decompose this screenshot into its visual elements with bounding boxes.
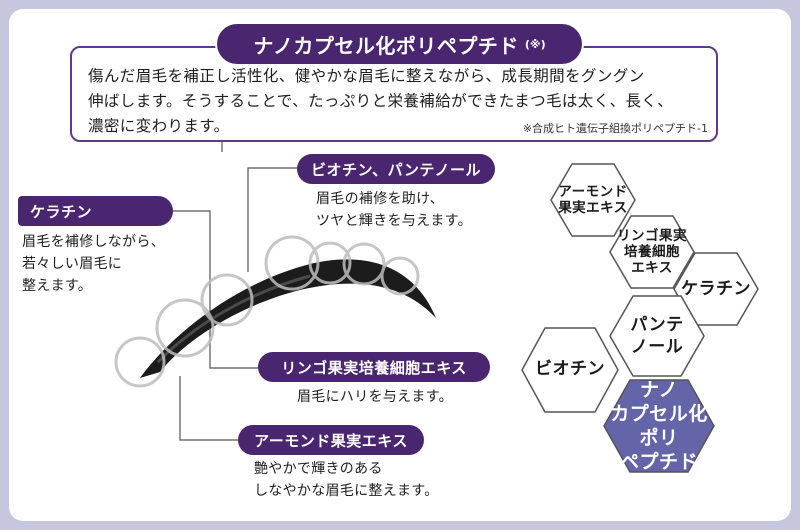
hexagon-cluster — [521, 163, 759, 473]
capsule-ring — [342, 242, 386, 286]
hex-label-almond: アーモンド 果実エキス — [551, 184, 635, 216]
title-note: (※) — [524, 37, 546, 51]
label-keratin: ケラチン — [18, 196, 173, 226]
desc-line: 眉毛の補修を助け、 — [316, 191, 444, 207]
hex-line: リンゴ果実 — [617, 228, 687, 244]
desc-biotin-panthenol: 眉毛の補修を助け、 ツヤと輝きを与えます。 — [316, 188, 472, 232]
footnote: ※合成ヒト遺伝子組換ポリペプチド-1 — [522, 122, 708, 135]
desc-line: 眉毛にハリを与えます。 — [297, 389, 453, 405]
capsule-ring — [380, 256, 420, 296]
hex-label-keratin: ケラチン — [674, 278, 758, 300]
hex-line: カプセル化 — [610, 403, 708, 425]
eyebrow-hair-shine — [156, 274, 311, 364]
label-almond: アーモンド果実エキス — [238, 425, 424, 455]
hex-line: ノール — [630, 337, 684, 357]
hex-panthenol — [609, 295, 705, 377]
desc-line: 眉毛を補修しながら、 — [22, 234, 165, 250]
hex-apple — [609, 215, 695, 289]
connector-biotin — [247, 167, 300, 272]
description-text: 傷んだ眉毛を補正し活性化、健やかな眉毛に整えながら、成長期間をグングン 伸ばしま… — [88, 64, 708, 139]
hex-line: 培養細胞 — [624, 244, 680, 260]
hex-line: パンテ — [630, 315, 684, 335]
hex-line: ビオチン — [535, 359, 605, 379]
desc-almond: 艶やかで輝きのある しなやかな眉毛に整えます。 — [254, 458, 439, 502]
label-apple-cells: リンゴ果実培養細胞エキス — [258, 352, 490, 382]
desc-keratin: 眉毛を補修しながら、 若々しい眉毛に 整えます。 — [22, 231, 165, 297]
description-line: 傷んだ眉毛を補正し活性化、健やかな眉毛に整えながら、成長期間をグングン — [88, 67, 645, 85]
desc-line: 若々しい眉毛に — [22, 256, 123, 272]
capsule-ring — [264, 235, 320, 291]
description-line: 濃密に変わります。 — [88, 117, 230, 135]
hex-line: ナノ — [639, 379, 679, 401]
title-pill: ナノカプセル化ポリペプチド (※) — [217, 24, 582, 64]
hex-line: ケラチン — [681, 279, 751, 299]
desc-line: ツヤと輝きを与えます。 — [316, 213, 472, 229]
page-title: ナノカプセル化ポリペプチド — [253, 33, 519, 58]
hex-biotin — [521, 327, 619, 413]
hex-almond — [550, 163, 636, 237]
hex-label-panthenol: パンテ ノール — [610, 314, 704, 358]
desc-line: しなやかな眉毛に整えます。 — [254, 483, 439, 499]
connector-keratin — [172, 210, 265, 369]
desc-line: 艶やかで輝きのある — [254, 461, 383, 477]
capsule-ring — [114, 336, 166, 388]
connector-almond — [179, 376, 250, 441]
description-line: 伸ばします。そうすることで、たっぷりと栄養補給ができたまつ毛は太く、長く、 — [88, 92, 674, 110]
capsule-ring — [200, 273, 254, 327]
hex-label-nano: ナノ カプセル化 ポリ ペプチド — [604, 378, 714, 474]
desc-apple-cells: 眉毛にハリを与えます。 — [297, 386, 453, 408]
hex-label-apple: リンゴ果実 培養細胞 エキス — [610, 228, 694, 276]
hex-line: ポリ — [639, 427, 679, 449]
hex-label-biotin: ビオチン — [522, 358, 618, 380]
hex-line: アーモンド — [558, 184, 628, 200]
capsule-ring — [308, 241, 352, 285]
capsule-rings — [114, 235, 420, 388]
desc-line: 整えます。 — [22, 278, 93, 294]
label-biotin-panthenol: ビオチン、パンテノール — [297, 154, 495, 184]
hex-line: ペプチド — [619, 451, 698, 473]
hex-line: エキス — [631, 260, 673, 276]
hex-nano — [603, 379, 715, 473]
capsule-ring — [155, 298, 215, 358]
hex-line: 果実エキス — [558, 200, 628, 216]
